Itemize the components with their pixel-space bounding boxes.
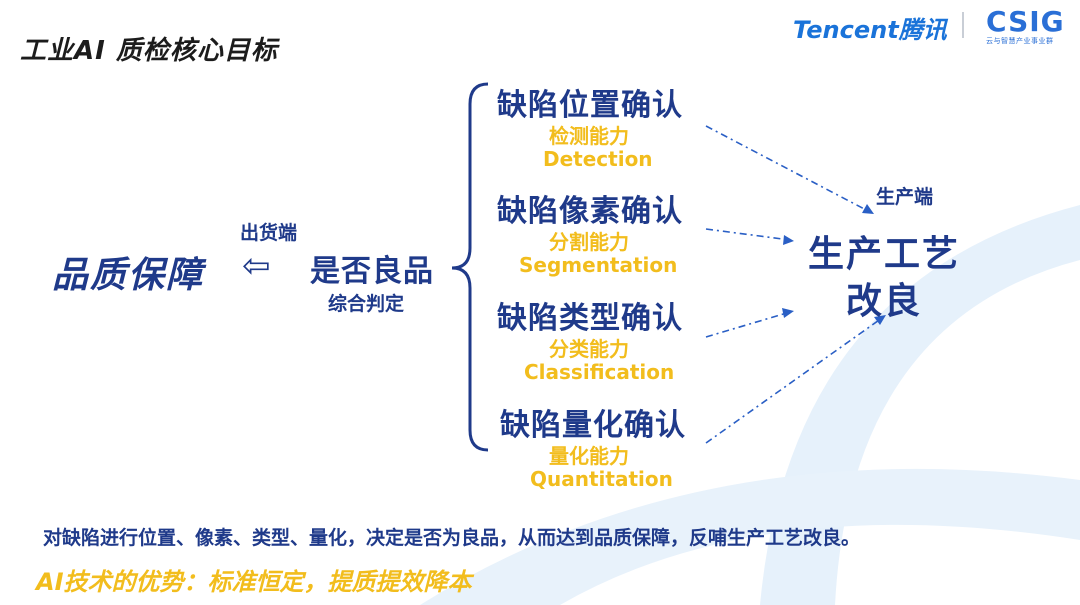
csig-logo: CSIG [986,5,1065,38]
bg-arc-bottom [420,468,1080,605]
step-capability-quantitation: 量化能力 [549,444,629,468]
step-english-segmentation: Segmentation [519,253,678,277]
footer-summary: 对缺陷进行位置、像素、类型、量化，决定是否为良品，从而达到品质保障，反哺生产工艺… [43,527,861,549]
arrowhead-detection [862,204,874,214]
step-english-classification: Classification [524,360,675,384]
connector-segmentation [705,228,791,241]
connector-classification [705,311,791,338]
arrowhead-classification [782,308,794,318]
process-improvement-line1: 生产工艺 [808,234,961,275]
arrowhead-quantitation [874,315,886,325]
connector-detection [705,125,871,213]
brand-divider [962,12,964,38]
step-capability-classification: 分类能力 [549,337,629,361]
step-english-detection: Detection [543,147,653,171]
bracket [451,82,489,452]
step-capability-segmentation: 分割能力 [549,230,629,254]
step-english-quantitation: Quantitation [530,467,673,491]
left-caption: 出货端 [240,222,298,244]
connector-quantitation [705,317,883,444]
slide-title: 工业AI 质检核心目标 [20,36,278,66]
arrowhead-segmentation [783,235,794,245]
step-title-quantitation: 缺陷量化确认 [500,408,686,443]
process-improvement-line2: 改良 [846,281,923,322]
step-capability-detection: 检测能力 [549,124,629,148]
csig-logo-subtitle: 云与智慧产业事业群 [986,37,1054,45]
step-title-segmentation: 缺陷像素确认 [497,194,683,229]
judgement-caption: 综合判定 [328,293,405,315]
arrow-left-icon: ⇦ [242,246,271,286]
step-title-detection: 缺陷位置确认 [497,88,683,123]
step-title-classification: 缺陷类型确认 [497,301,683,336]
footer-highlight: AI技术的优势：标准恒定，提质提效降本 [36,568,472,596]
tencent-logo: Tencent腾讯 [793,16,947,44]
judgement-label: 是否良品 [310,254,434,289]
quality-assurance-label: 品质保障 [52,255,205,296]
right-caption: 生产端 [876,186,934,208]
